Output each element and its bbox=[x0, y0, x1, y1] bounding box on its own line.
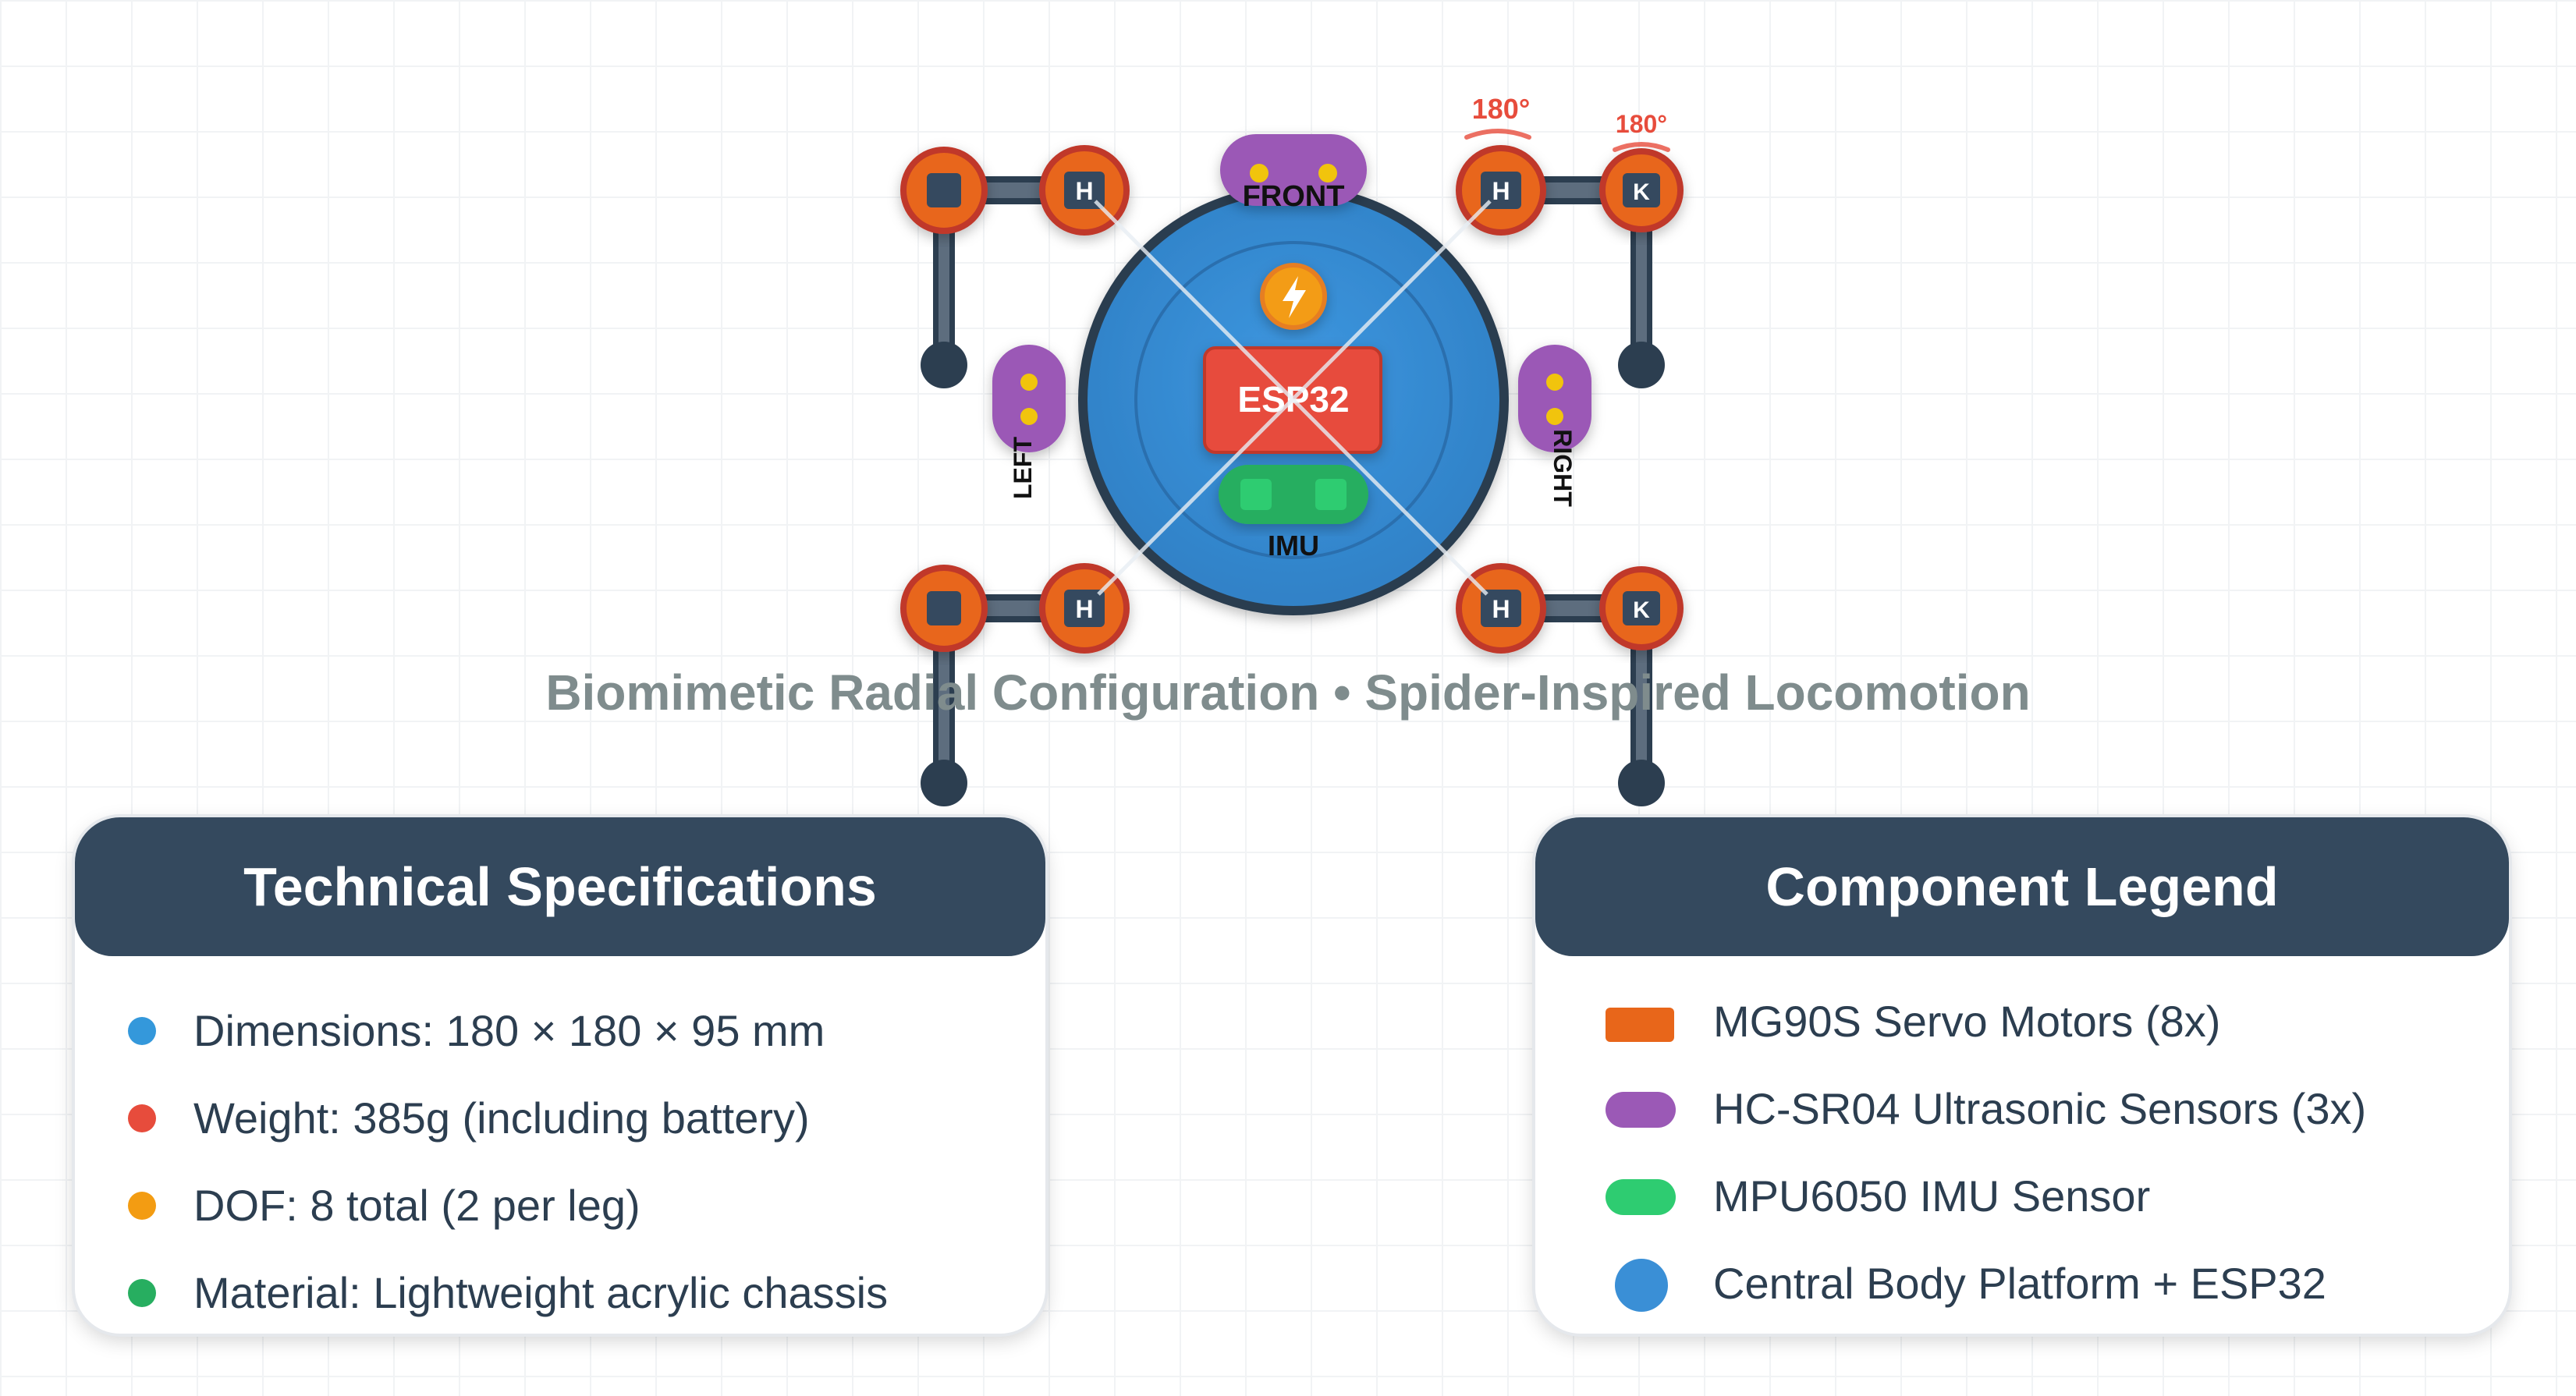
spec-item: Weight: 385g (including battery) bbox=[75, 1075, 1045, 1162]
rotation-arc-icon bbox=[1464, 129, 1531, 140]
diagram-subtitle: Biomimetic Radial Configuration • Spider… bbox=[545, 664, 2031, 721]
foot-front-left bbox=[921, 342, 967, 388]
angle-label-hip: 180° bbox=[1472, 93, 1530, 125]
imu-module bbox=[1219, 465, 1368, 524]
robot-diagram: H H H K bbox=[900, 93, 1684, 806]
body-inner-ring bbox=[1134, 241, 1453, 559]
leg-rear-right: H K bbox=[1456, 563, 1684, 806]
legend-title: Component Legend bbox=[1535, 817, 2509, 956]
bullet-dot-icon bbox=[128, 1192, 156, 1220]
specifications-title: Technical Specifications bbox=[75, 817, 1045, 956]
legend-item: MPU6050 IMU Sensor bbox=[1535, 1153, 2509, 1240]
servo-knee-label: K bbox=[1633, 179, 1650, 205]
servo-hip-label: H bbox=[1075, 595, 1093, 623]
legend-panel: Component Legend MG90S Servo Motors (8x)… bbox=[1535, 817, 2509, 1334]
leg-front-left: H bbox=[900, 145, 1130, 388]
legend-text: Central Body Platform + ESP32 bbox=[1713, 1259, 2326, 1308]
servo-rear-right-knee: K bbox=[1599, 566, 1684, 650]
foot-rear-right bbox=[1618, 760, 1665, 806]
bullet-dot-icon bbox=[128, 1279, 156, 1307]
servo-hip-label: H bbox=[1492, 595, 1510, 623]
spec-text: Material: Lightweight acrylic chassis bbox=[193, 1268, 889, 1317]
spec-item: Dimensions: 180 × 180 × 95 mm bbox=[75, 987, 1045, 1075]
spec-text: Dimensions: 180 × 180 × 95 mm bbox=[193, 1006, 825, 1055]
legend-text: MG90S Servo Motors (8x) bbox=[1713, 997, 2221, 1046]
lightning-bolt-icon bbox=[1283, 276, 1306, 318]
spec-text: Weight: 385g (including battery) bbox=[193, 1093, 810, 1143]
sensor-front bbox=[1220, 134, 1367, 206]
rotation-arc-icon bbox=[1613, 142, 1670, 152]
spec-item: Material: Lightweight acrylic chassis bbox=[75, 1249, 1045, 1334]
servo-knee-label: K bbox=[1633, 597, 1650, 623]
sensor-left-label: LEFT bbox=[1009, 437, 1037, 499]
legend-list: MG90S Servo Motors (8x) HC-SR04 Ultrasoni… bbox=[1535, 956, 2509, 1327]
imu-label: IMU bbox=[1268, 530, 1319, 562]
specifications-panel: Technical Specifications Dimensions: 180… bbox=[75, 817, 1045, 1334]
legend-text: HC-SR04 Ultrasonic Sensors (3x) bbox=[1713, 1084, 2367, 1133]
sensor-front-label: FRONT bbox=[1243, 180, 1345, 213]
servo-front-left-knee bbox=[900, 147, 988, 234]
legend-swatch-icon bbox=[1606, 1092, 1676, 1128]
foot-front-right bbox=[1618, 342, 1665, 388]
diagonal-connectors bbox=[1094, 200, 1492, 596]
angle-label-knee: 180° bbox=[1616, 110, 1667, 138]
bullet-dot-icon bbox=[128, 1017, 156, 1045]
legend-swatch-icon bbox=[1615, 1259, 1668, 1312]
servo-hip-label: H bbox=[1492, 177, 1510, 205]
servo-hip-label: H bbox=[1075, 177, 1093, 205]
legend-item: Central Body Platform + ESP32 bbox=[1535, 1240, 2509, 1327]
spec-item: DOF: 8 total (2 per leg) bbox=[75, 1162, 1045, 1249]
legend-item: MG90S Servo Motors (8x) bbox=[1535, 978, 2509, 1065]
sensor-left bbox=[992, 345, 1066, 452]
power-indicator bbox=[1260, 263, 1327, 330]
sensor-right-label: RIGHT bbox=[1549, 429, 1577, 507]
legend-item: HC-SR04 Ultrasonic Sensors (3x) bbox=[1535, 1065, 2509, 1153]
specifications-list: Dimensions: 180 × 180 × 95 mm Weight: 385… bbox=[75, 956, 1045, 1334]
servo-front-right-knee: K bbox=[1599, 148, 1684, 232]
legend-swatch-icon bbox=[1606, 1008, 1674, 1042]
foot-rear-left bbox=[921, 760, 967, 806]
sensor-right bbox=[1518, 345, 1591, 452]
bullet-dot-icon bbox=[128, 1104, 156, 1132]
legend-swatch-icon bbox=[1606, 1179, 1676, 1215]
spec-text: DOF: 8 total (2 per leg) bbox=[193, 1181, 640, 1230]
leg-rear-left: H bbox=[900, 563, 1130, 806]
servo-rear-left-knee bbox=[900, 565, 988, 652]
legend-text: MPU6050 IMU Sensor bbox=[1713, 1171, 2151, 1221]
